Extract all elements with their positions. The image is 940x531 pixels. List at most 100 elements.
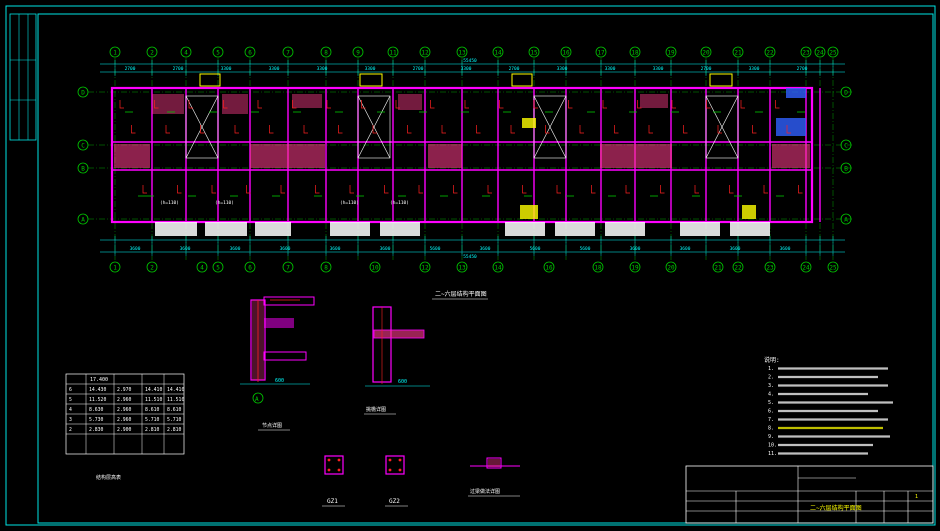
rebar-mark [752,125,757,134]
corridor-slab-hatch [250,144,290,168]
rebar-mark [545,125,550,134]
corridor-slab-hatch [290,144,325,168]
axis-label-top: 23 [802,50,810,57]
axis-bubble-top [814,46,826,58]
slab-hatch [222,94,248,114]
axis-bubble-letter [840,213,852,225]
dim-text-top: 2700 [701,66,712,72]
axis-label-bottom: 24 [802,265,810,272]
rebar-mark [177,185,182,194]
rebar-mark [487,185,492,194]
table-cell: 2.810 [145,427,160,433]
rebar-mark [798,185,803,194]
slab-hatch [398,94,422,110]
rebar-mark [338,125,343,134]
rebar-mark [407,125,412,134]
table-cell: 11.510 [167,397,184,403]
note-line-number: 7. [768,417,774,423]
axis-label-top: 7 [286,50,290,57]
table-cell: 2.960 [117,397,132,403]
axis-label-bottom: 19 [631,265,639,272]
axis-bubble-letter [840,139,852,151]
table-cell: 5.730 [89,417,104,423]
table-cell: 8.630 [89,407,104,413]
axis-bubble-top [800,46,812,58]
axis-bubble-bottom [419,261,431,273]
rebar-mark [165,125,170,134]
general-notes: 说明: 1.2.3.4.5.6.7.8.9.10.11. [764,356,893,457]
note-line-number: 9. [768,434,774,440]
axis-bubble-bottom [146,261,158,273]
dim-text-top: 2700 [173,66,184,72]
dim-text-bottom: 3600 [780,246,791,252]
note-line-number: 2. [768,375,774,381]
axis-bubble-top [212,46,224,58]
detail-a-axis: A [255,396,259,403]
axis-bubble-top [387,46,399,58]
axis-label-top: 4 [184,50,188,57]
axis-bubble-bottom [800,261,812,273]
axis-bubble-top [109,46,121,58]
axis-label-bottom: 25 [829,265,837,272]
axis-bubble-bottom [109,261,121,273]
slab-hatch [292,94,322,108]
axis-bubble-top [456,46,468,58]
rebar-mark [522,185,527,194]
stair-opening [185,95,219,159]
axis-label-bottom: 6 [248,265,252,272]
axis-label-bottom: 1 [113,265,117,272]
axis-label-top: 9 [356,50,360,57]
axis-label-letter: A [844,217,848,224]
axis-bubble-top [282,46,294,58]
axis-bubble-top [764,46,776,58]
corridor-slab-hatch [636,144,672,168]
note-line-number: 11. [768,451,777,457]
dim-text-bottom: 3600 [280,246,291,252]
axis-label-top: 16 [562,50,570,57]
rebar-mark [648,125,653,134]
axis-bubble-letter [77,86,89,98]
dim-text-bottom: 5600 [530,246,541,252]
blue-note-block [786,88,806,98]
note-line-number: 5. [768,400,774,406]
rebar-mark [430,100,435,109]
dim-text-top: 2700 [509,66,520,72]
rebar-mark [384,185,389,194]
axis-bubble-top [595,46,607,58]
axis-bubble-top [352,46,364,58]
rebar-mark [349,185,354,194]
axis-bubble-bottom [456,261,468,273]
dim-text-bottom: 3600 [630,246,641,252]
dim-text-bottom: 3600 [680,246,691,252]
axis-bubble-top [244,46,256,58]
stair-cross [357,95,391,159]
axis-bubble-bottom [764,261,776,273]
rebar-mark [786,125,791,134]
window-opening [505,222,545,236]
rebar-mark [694,185,699,194]
rebar-mark [326,100,331,109]
axis-bubble-top [732,46,744,58]
axis-bubble-top [419,46,431,58]
axis-label-top: 18 [631,50,639,57]
stair-bay-marker [359,73,383,87]
axis-bubble-bottom [543,261,555,273]
dim-text-top: 3300 [269,66,280,72]
rebar-mark [200,125,205,134]
axis-label-letter: B [81,166,85,173]
axis-bubble-bottom [712,261,724,273]
slab-hatch [640,94,668,108]
slab-hatch [152,94,184,114]
dim-text-top: 3300 [605,66,616,72]
rebar-mark [303,125,308,134]
dim-text-bottom: 5600 [430,246,441,252]
dim-text-bottom: 3600 [480,246,491,252]
axis-label-bottom: 5 [216,265,220,272]
stair-cross [533,95,567,159]
detail-b-dim: 600 [398,379,407,385]
rebar-mark [188,100,193,109]
axis-bubble-bottom [492,261,504,273]
stair-bay-marker [709,73,733,87]
